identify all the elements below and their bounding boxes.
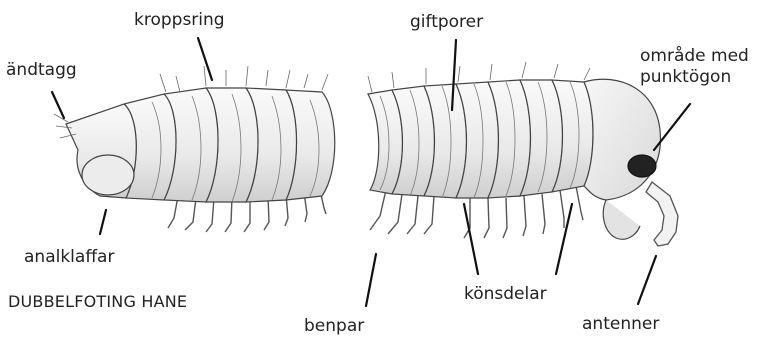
diagram-caption: DUBBELFOTING HANE (8, 292, 187, 311)
leader-antennae (638, 256, 656, 304)
front-body-fragment (368, 62, 678, 246)
label-ocelli-area-line2: punktögon (640, 67, 749, 88)
leader-leg-pairs (366, 254, 376, 306)
leader-genitals (464, 204, 478, 274)
antenna (646, 182, 678, 246)
label-ocelli-area-line1: område med (640, 46, 749, 67)
leader-anal-flaps (100, 210, 106, 234)
label-ocelli-area: område med punktögon (640, 46, 749, 88)
label-poison-pores: giftporer (410, 12, 483, 32)
rear-body-fragment (54, 66, 335, 232)
leader-tail-tip (52, 92, 64, 118)
label-antennae: antenner (582, 314, 659, 334)
ocelli-patch (628, 155, 656, 177)
label-tail-tip: ändtagg (6, 60, 77, 80)
label-anal-flaps: analklaffar (24, 247, 114, 267)
label-body-ring: kroppsring (134, 10, 225, 30)
label-genitals: könsdelar (464, 284, 547, 304)
label-leg-pairs: benpar (304, 316, 364, 336)
